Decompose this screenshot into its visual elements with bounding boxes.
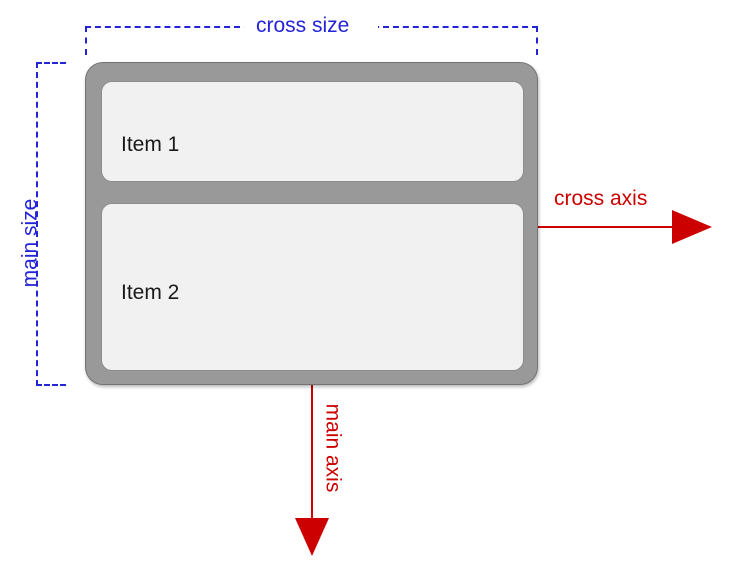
main-size-label: main size bbox=[18, 198, 42, 288]
main-axis-label: main axis bbox=[321, 403, 345, 493]
cross-axis-arrowhead-icon bbox=[672, 210, 712, 244]
cross-axis-label: cross axis bbox=[554, 187, 648, 210]
flex-container: Item 1 Item 2 bbox=[85, 62, 538, 385]
cross-size-label-gap bbox=[244, 14, 378, 38]
flex-item-1: Item 1 bbox=[101, 81, 524, 182]
flex-item-1-label: Item 1 bbox=[121, 133, 180, 156]
cross-size-label: cross size bbox=[256, 14, 350, 37]
flex-item-2-label: Item 2 bbox=[121, 281, 180, 304]
main-size-bracket bbox=[36, 62, 66, 386]
main-axis-arrowhead-icon bbox=[295, 518, 329, 556]
flex-item-2: Item 2 bbox=[101, 203, 524, 371]
